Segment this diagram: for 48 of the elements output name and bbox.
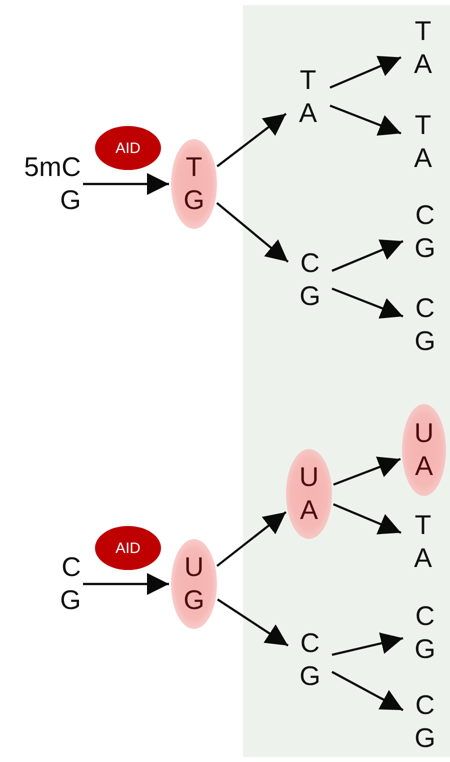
base-label: G [414,633,436,666]
base-label: T [186,151,202,184]
base-label: 5mC [24,151,81,184]
base-label: A [414,142,432,175]
base-label: C [300,247,320,280]
arrow [83,573,169,595]
base-label: C [62,551,81,584]
enzyme-ellipse: AID [95,526,161,570]
base-label: A [298,97,317,130]
base-label: T [414,509,432,542]
base-label: G [299,660,320,693]
arrow [333,456,401,486]
arrow [332,240,404,272]
arrow [217,598,289,646]
base-label: A [414,48,432,81]
arrow [330,104,402,136]
arrow [83,173,169,195]
base-label: G [414,325,436,358]
base-label: G [299,280,320,313]
arrow [216,112,287,168]
base-label: C [415,600,435,633]
base-label: U [414,417,434,450]
base-label: G [414,722,436,755]
base-label: G [183,184,204,217]
base-label: G [414,232,436,265]
arrow [332,503,402,534]
base-label: G [60,584,81,617]
arrow [216,511,287,567]
arrow [331,670,404,712]
base-label: C [415,689,435,722]
arrow [332,288,404,319]
base-label: G [183,584,204,617]
base-label: T [414,15,432,48]
base-label: U [184,551,204,584]
base-label: C [300,627,320,660]
base-label: A [414,542,432,575]
base-label: A [414,450,433,483]
enzyme-ellipse: AID [95,126,161,170]
arrow [216,202,289,263]
base-label: A [300,494,318,527]
base-label: T [300,64,316,97]
base-label: T [414,109,432,142]
base-label: U [299,461,319,494]
arrow [330,56,402,89]
base-label: C [415,292,435,325]
arrow [332,632,404,656]
base-label: C [415,199,435,232]
base-label: G [60,184,81,217]
